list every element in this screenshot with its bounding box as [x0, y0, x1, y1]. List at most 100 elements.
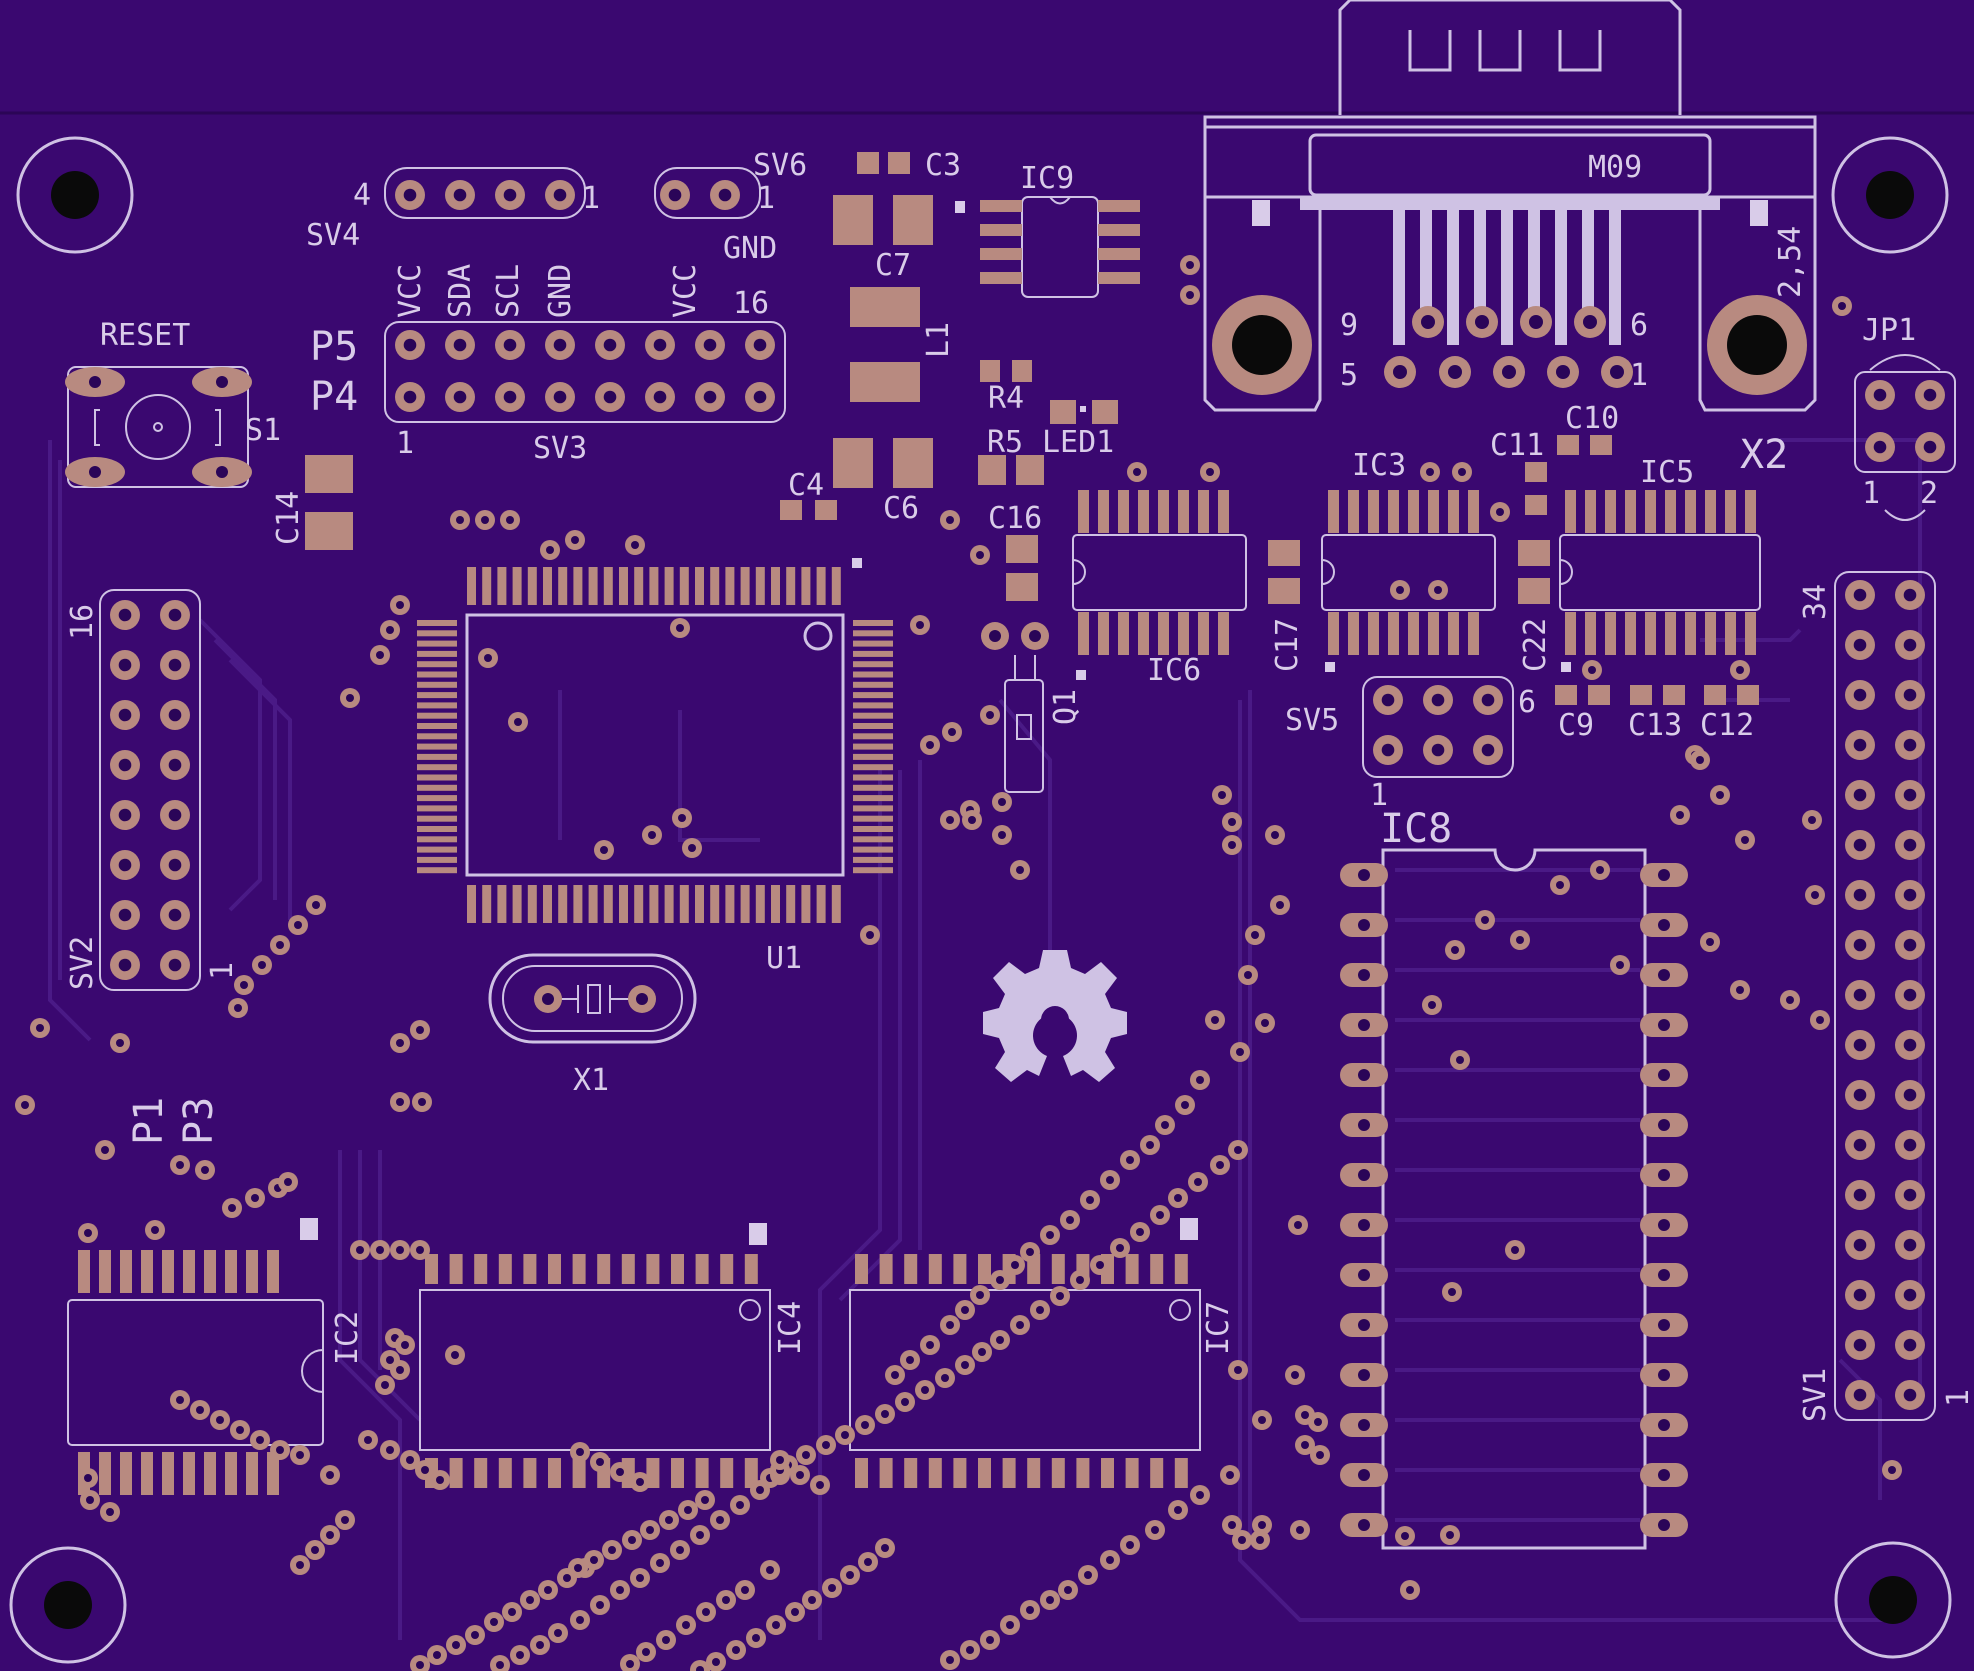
drill-hole [1903, 1288, 1917, 1302]
u1-pad [497, 567, 507, 605]
drill-hole [1903, 938, 1917, 952]
ic4-pad [572, 1254, 586, 1284]
ic2-pad [162, 1250, 174, 1293]
via-hole [341, 1516, 349, 1524]
u1-pad [482, 885, 492, 923]
drill-hole [453, 188, 467, 202]
soic-pad [1428, 612, 1439, 655]
soic-pad [1328, 490, 1339, 533]
drill-hole [1853, 688, 1867, 702]
soic-pad [1625, 612, 1636, 655]
ic7-pad [953, 1458, 967, 1488]
soic-pad [1448, 490, 1459, 533]
via-hole [294, 921, 302, 929]
ic4-pad [474, 1458, 488, 1488]
label-sv1-pin1: 1 [1941, 1389, 1974, 1407]
drill-hole [1658, 1119, 1670, 1131]
mounting-hole-top-left [16, 136, 134, 254]
soic-pad [1178, 490, 1189, 533]
via-hole [1291, 1371, 1299, 1379]
label-sv6-pin1: 1 [757, 181, 775, 216]
drill-hole [118, 758, 132, 772]
label-ic4: IC4 [773, 1301, 808, 1355]
via-hole [822, 1441, 830, 1449]
drill-hole [1903, 988, 1917, 1002]
via-hole [736, 1501, 744, 1509]
drill-hole [668, 188, 682, 202]
drill-hole [1853, 1138, 1867, 1152]
header-sv2 [99, 589, 201, 991]
u1-pad [417, 774, 457, 781]
via-hole [346, 694, 354, 702]
ic6-chip [1072, 534, 1247, 611]
via-hole [1736, 666, 1744, 674]
soic-pad [1665, 490, 1676, 533]
via-hole [514, 718, 522, 726]
via-hole [1838, 302, 1846, 310]
label-sv3-pin1: 1 [396, 426, 414, 461]
drill-hole [1358, 1119, 1370, 1131]
via-hole [636, 1478, 644, 1486]
via-hole [1016, 866, 1024, 874]
u1-pad [853, 753, 893, 760]
label-sv2-pin16: 16 [65, 604, 100, 640]
label-x2-pin9: 9 [1340, 308, 1358, 343]
u1-pad [467, 885, 476, 923]
label-r5: R5 [987, 425, 1023, 460]
u1-pad [417, 815, 457, 822]
drill-hole [1853, 1038, 1867, 1052]
via-hole [648, 831, 656, 839]
ic4-pad [621, 1254, 635, 1284]
soic-pad [1198, 490, 1209, 533]
via-hole [506, 516, 514, 524]
via-hole [1064, 1586, 1072, 1594]
via-hole [396, 1246, 404, 1254]
ic4-pad [695, 1254, 709, 1284]
u1-pad [801, 567, 811, 605]
mounting-hole-top-right [1831, 136, 1949, 254]
u1-pad [695, 885, 704, 923]
u1-pad [740, 567, 750, 605]
drill-hole [1358, 1019, 1370, 1031]
u1-pad [771, 885, 780, 923]
label-sv4-pin1: 1 [582, 181, 600, 216]
u1-pad [831, 567, 841, 605]
drill-hole [1658, 1519, 1670, 1531]
u1-pad [497, 885, 507, 923]
label-sv2: SV2 [65, 936, 100, 990]
via-hole [1736, 986, 1744, 994]
u1-pad [710, 885, 720, 923]
via-hole [1556, 881, 1564, 889]
drill-hole [1853, 1238, 1867, 1252]
ic2-pad [246, 1250, 258, 1293]
soic-pad [1178, 612, 1189, 655]
via-hole [716, 1516, 724, 1524]
via-hole [808, 1596, 816, 1604]
via-hole [1314, 1418, 1322, 1426]
via-hole [1194, 1178, 1202, 1186]
via-hole [386, 1446, 394, 1454]
u1-pad [664, 885, 674, 923]
u1-pad [417, 671, 457, 678]
ic2-pad [141, 1452, 153, 1495]
u1-pad [816, 885, 826, 923]
label-m09: M09 [1588, 150, 1642, 185]
via-hole [236, 1426, 244, 1434]
reset-switch-s1 [65, 366, 252, 488]
ic4-pad [671, 1458, 684, 1488]
via-hole [84, 1474, 92, 1482]
u1-pad [695, 567, 704, 605]
drill-hole [118, 658, 132, 672]
drill-hole [1358, 919, 1370, 931]
drill-hole [503, 188, 517, 202]
via-hole [996, 1276, 1004, 1284]
ic7-pad [855, 1254, 868, 1284]
via-hole [1244, 971, 1252, 979]
u1-pad [417, 795, 457, 802]
via-hole [701, 1496, 709, 1504]
label-ic3: IC3 [1352, 448, 1406, 483]
ic4-pad [523, 1458, 537, 1488]
header-sv4 [384, 167, 586, 219]
drill-hole [168, 608, 182, 622]
u1-pad [831, 885, 841, 923]
